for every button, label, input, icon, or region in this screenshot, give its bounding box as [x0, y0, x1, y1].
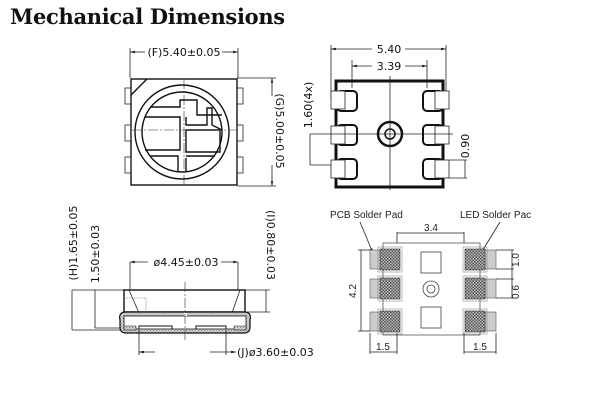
- footprint-view: PCB Solder Pad LED Solder Pac 3.4: [330, 210, 531, 354]
- led-solder-pad-label: LED Solder Pac: [460, 210, 531, 221]
- bottom-width-label: 5.40: [377, 43, 402, 56]
- pcb-solder-pad-label: PCB Solder Pad: [330, 210, 403, 221]
- footprint-span-label: 3.4: [424, 223, 438, 234]
- top-height-label: (G)5.00±0.05: [273, 93, 286, 168]
- footprint-right-pad-width-label: 1.5: [473, 342, 487, 353]
- side-body-height-label: 1.50±0.03: [89, 225, 102, 283]
- side-inner-diameter-label: (J)ø3.60±0.03: [237, 346, 314, 359]
- bottom-pitch-label: 1.60(4x): [302, 82, 315, 129]
- footprint-height-label: 4.2: [348, 284, 359, 298]
- footprint-left-pad-width-label: 1.5: [376, 342, 390, 353]
- bottom-pad-label: 0.90: [459, 134, 472, 159]
- bottom-view: 5.40 3.39 1.60(4x): [302, 43, 472, 190]
- side-total-height-label: (H)1.65±0.05: [67, 205, 80, 280]
- side-view: (H)1.65±0.05 1.50±0.03 ø4.45±0.03 (I)0.8…: [67, 205, 314, 359]
- footprint-pad-gap-label: 0.6: [511, 285, 522, 299]
- side-lens-height-label: (I)0.80±0.03: [264, 210, 277, 280]
- footprint-pad-height-label: 1.0: [511, 253, 522, 267]
- bottom-inner-width-label: 3.39: [377, 60, 402, 73]
- page-title: Mechanical Dimensions: [10, 4, 285, 29]
- side-lens-diameter-label: ø4.45±0.03: [154, 256, 219, 269]
- top-width-label: (F)5.40±0.05: [147, 46, 220, 59]
- footprint-pads: [369, 246, 497, 335]
- top-view: (F)5.40±0.05 (G)5.00±0.05: [124, 46, 286, 187]
